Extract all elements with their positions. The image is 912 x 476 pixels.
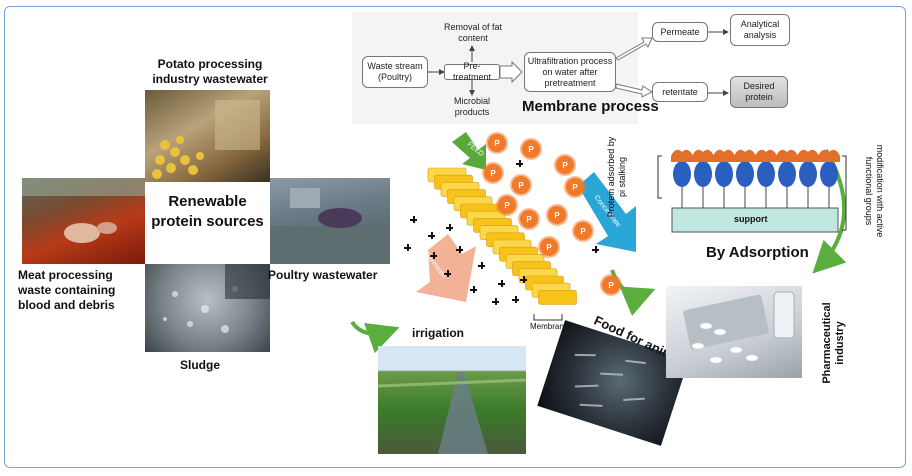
renewable-protein-title: Renewable protein sources xyxy=(151,193,264,230)
adsorbent-bead xyxy=(715,161,733,187)
pharmaceutical-label: Pharmaceutical industry xyxy=(821,302,846,384)
permeate-arrow xyxy=(416,234,476,302)
adsorbed-protein xyxy=(776,149,798,162)
removal-fat-text: Removal of fat content xyxy=(443,22,503,43)
potato-wastewater-photo xyxy=(145,90,270,182)
support-bar xyxy=(671,207,839,233)
irrigation-label: irrigation xyxy=(412,326,465,340)
adsorbed-protein xyxy=(692,149,714,162)
adsorbent-bead xyxy=(673,161,691,187)
waste-stream-box: Waste stream (Poultry) xyxy=(362,56,428,88)
poultry-label: Poultry wastewater xyxy=(268,268,378,282)
fish-photo xyxy=(537,320,689,446)
adsorbent-bead xyxy=(757,161,775,187)
irrigation-curve xyxy=(350,320,400,354)
concentrate-arrow xyxy=(578,172,636,252)
meat-label: Meat processing waste containing blood a… xyxy=(18,268,116,312)
poultry-wastewater-photo xyxy=(270,178,390,264)
retentate-box: retentate xyxy=(652,82,708,102)
membrane-stack xyxy=(427,167,577,305)
membrane-process-title: Membrane process xyxy=(522,98,659,115)
ultrafiltration-box: Ultrafiltration process on water after p… xyxy=(524,52,616,92)
feed-arrow xyxy=(452,132,486,170)
pharma-photo xyxy=(666,286,802,378)
pretreatment-box: Pre-treatment xyxy=(444,61,500,82)
permeate-box: Permeate xyxy=(652,22,708,42)
irrigation-photo xyxy=(378,346,526,454)
sludge-label: Sludge xyxy=(180,358,221,372)
meat-waste-photo xyxy=(22,178,145,264)
membrane-slat xyxy=(538,290,577,305)
sludge-photo xyxy=(145,264,270,352)
adsorbed-protein xyxy=(818,149,840,162)
membrane-label: Membrane xyxy=(530,322,569,331)
adsorbent-bead xyxy=(736,161,754,187)
support-label: support xyxy=(734,214,768,224)
protein-adsorbed-label: Protein adsorbed by pi stalking xyxy=(606,136,627,218)
microbial-text: Microbial products xyxy=(453,96,490,117)
adsorbent-bead xyxy=(799,161,817,187)
feed-output-curve xyxy=(610,269,656,316)
adsorbed-protein xyxy=(797,149,819,162)
adsorbent-bead xyxy=(820,161,838,187)
by-adsorption-label: By Adsorption xyxy=(706,244,809,261)
adsorbent-bead xyxy=(778,161,796,187)
analytical-box: Analytical analysis xyxy=(730,14,790,46)
desired-protein-box: Desired protein xyxy=(730,76,788,108)
adsorbed-protein xyxy=(734,149,756,162)
adsorbed-protein xyxy=(713,149,735,162)
adsorbed-protein xyxy=(755,149,777,162)
adsorbed-protein xyxy=(671,149,693,162)
adsorbent-bead xyxy=(694,161,712,187)
modification-label: modification with active functional grou… xyxy=(864,144,885,238)
potato-label: Potato processing industry wastewater xyxy=(152,57,268,86)
